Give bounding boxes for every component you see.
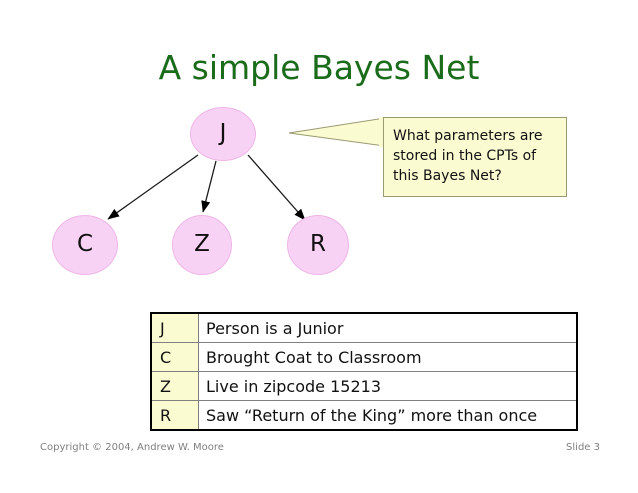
- footer-copyright: Copyright © 2004, Andrew W. Moore: [40, 442, 224, 453]
- graph-node-z-label: Z: [194, 230, 210, 257]
- callout-line-3: this Bayes Net?: [393, 168, 502, 184]
- graph-node-j[interactable]: J: [190, 107, 256, 161]
- bayes-net-graph: J C Z R: [52, 107, 349, 275]
- table-cell-key: J: [151, 313, 199, 343]
- graph-node-c-label: C: [76, 230, 94, 257]
- table-row: Z Live in zipcode 15213: [151, 371, 577, 401]
- callout-line-2: stored in the CPTs of: [393, 148, 537, 164]
- legend-table-wrapper: J Person is a Junior C Brought Coat to C…: [150, 312, 578, 431]
- graph-node-z[interactable]: Z: [172, 215, 232, 275]
- table-row: J Person is a Junior: [151, 313, 577, 343]
- table-cell-key: C: [151, 342, 199, 372]
- callout-box: [383, 117, 567, 197]
- table-cell-description: Saw “Return of the King” more than once: [198, 400, 577, 430]
- edge-j-to-r: [247, 154, 306, 221]
- table-row: R Saw “Return of the King” more than onc…: [151, 400, 577, 430]
- table-cell-description: Person is a Junior: [198, 313, 577, 343]
- legend-table: J Person is a Junior C Brought Coat to C…: [150, 312, 578, 431]
- callout-tail: [288, 117, 387, 147]
- table-cell-description: Live in zipcode 15213: [198, 371, 577, 401]
- graph-node-r[interactable]: R: [287, 215, 349, 275]
- graph-node-r-label: R: [310, 230, 326, 257]
- graph-node-j-label: J: [219, 119, 227, 146]
- table-cell-description: Brought Coat to Classroom: [198, 342, 577, 372]
- footer-slide-number: Slide 3: [566, 442, 600, 453]
- callout-line-1: What parameters are: [393, 128, 543, 144]
- table-cell-key: R: [151, 400, 199, 430]
- edge-j-to-c: [107, 154, 199, 220]
- table-cell-key: Z: [151, 371, 199, 401]
- callout-balloon: What parameters are stored in the CPTs o…: [288, 117, 567, 197]
- page-title: A simple Bayes Net: [158, 48, 480, 87]
- callout-text: What parameters are stored in the CPTs o…: [393, 126, 561, 186]
- graph-node-c[interactable]: C: [52, 215, 118, 275]
- graph-edges: [107, 154, 306, 221]
- table-row: C Brought Coat to Classroom: [151, 342, 577, 372]
- edge-j-to-z: [201, 160, 217, 213]
